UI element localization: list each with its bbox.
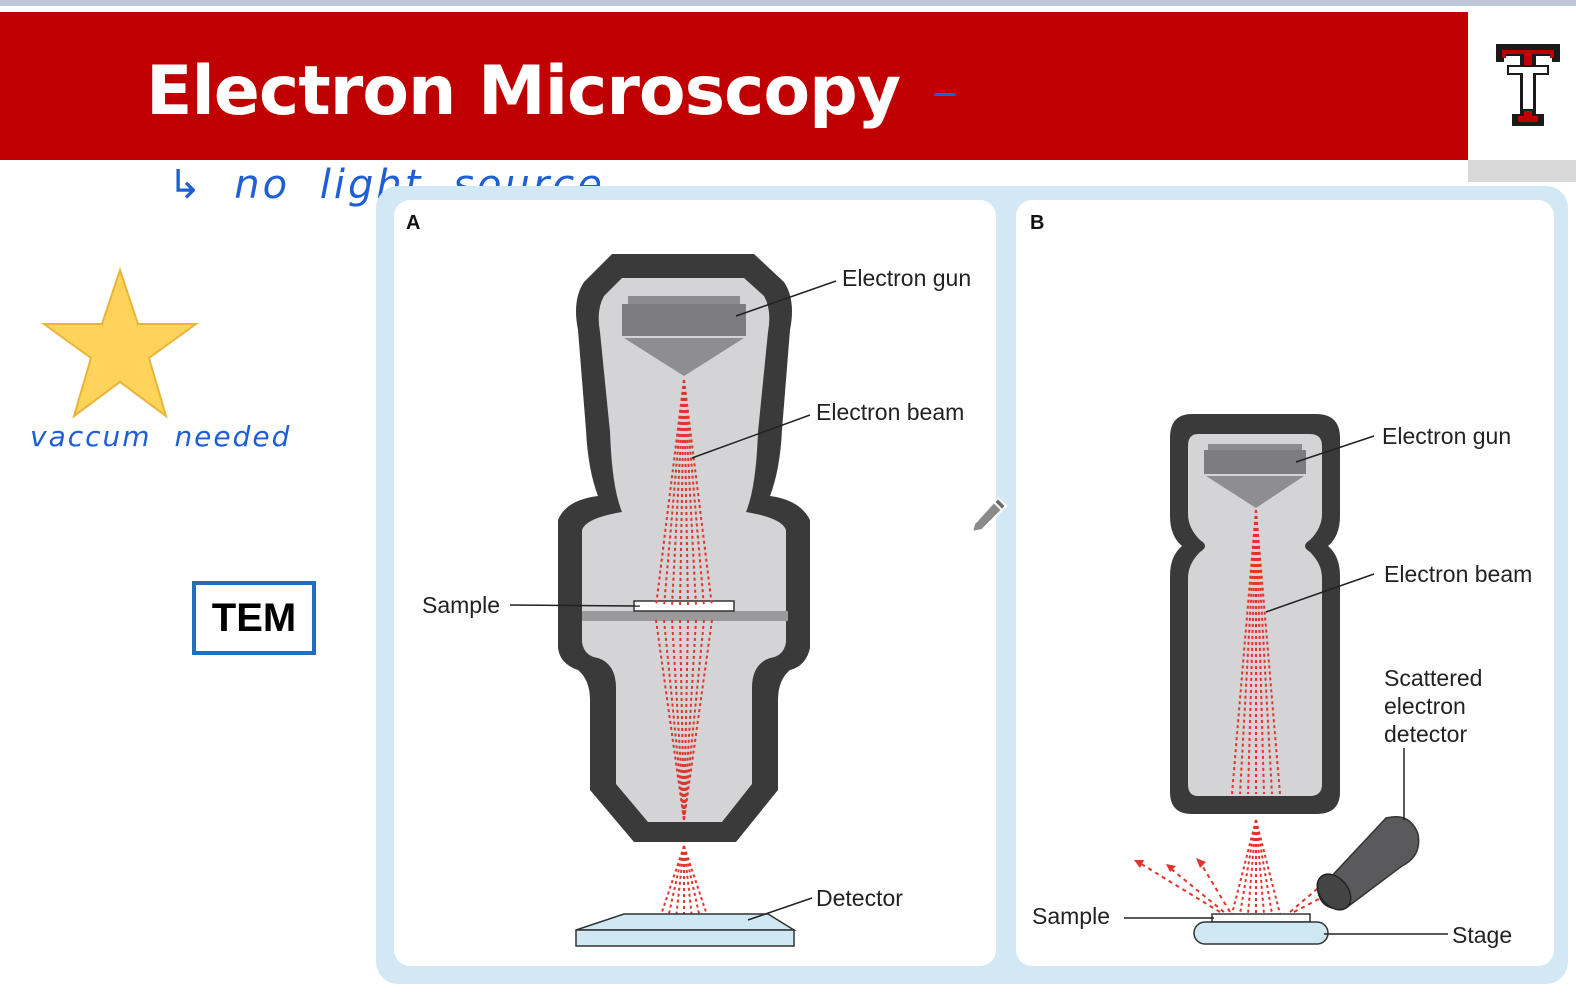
label-b-stage: Stage — [1452, 922, 1513, 948]
panel-b-leaders — [1124, 435, 1448, 935]
label-b-electron-gun: Electron gun — [1382, 423, 1512, 449]
scattered-electron-detector — [1316, 816, 1420, 911]
label-a-sample: Sample — [422, 592, 500, 618]
sem-electron-beam — [1231, 509, 1281, 915]
tem-column — [558, 254, 810, 842]
top-border-line — [0, 0, 1576, 6]
panel-a-letter: A — [406, 212, 421, 234]
scatter-arrowheads — [1134, 858, 1206, 872]
panel-b-letter: B — [1030, 212, 1045, 234]
star-icon — [40, 266, 200, 419]
label-a-electron-gun: Electron gun — [842, 265, 972, 291]
tem-badge: TEM — [192, 581, 316, 655]
panel-a-leaders — [509, 280, 837, 921]
sem-stage — [1193, 913, 1329, 945]
scattered-electrons — [1137, 861, 1341, 913]
tem-detector — [575, 913, 797, 947]
label-b-sample: Sample — [1032, 903, 1110, 929]
label-a-electron-beam: Electron beam — [816, 399, 965, 425]
label-b-electron-beam: Electron beam — [1384, 561, 1533, 587]
label-b-scattered-detector: Scattered electron detector — [1384, 665, 1483, 747]
label-a-detector: Detector — [816, 885, 903, 911]
double-t-logo-icon — [1496, 44, 1560, 126]
logo-shadow — [1468, 160, 1576, 182]
tem-electron-beam — [655, 379, 713, 919]
slide-title: Electron Microscopy — [146, 52, 901, 131]
title-banner — [0, 12, 1468, 160]
handwritten-dash — [934, 93, 956, 96]
handwritten-vacuum-needed: vaccum needed — [30, 420, 292, 453]
pencil-icon[interactable] — [968, 494, 1008, 534]
